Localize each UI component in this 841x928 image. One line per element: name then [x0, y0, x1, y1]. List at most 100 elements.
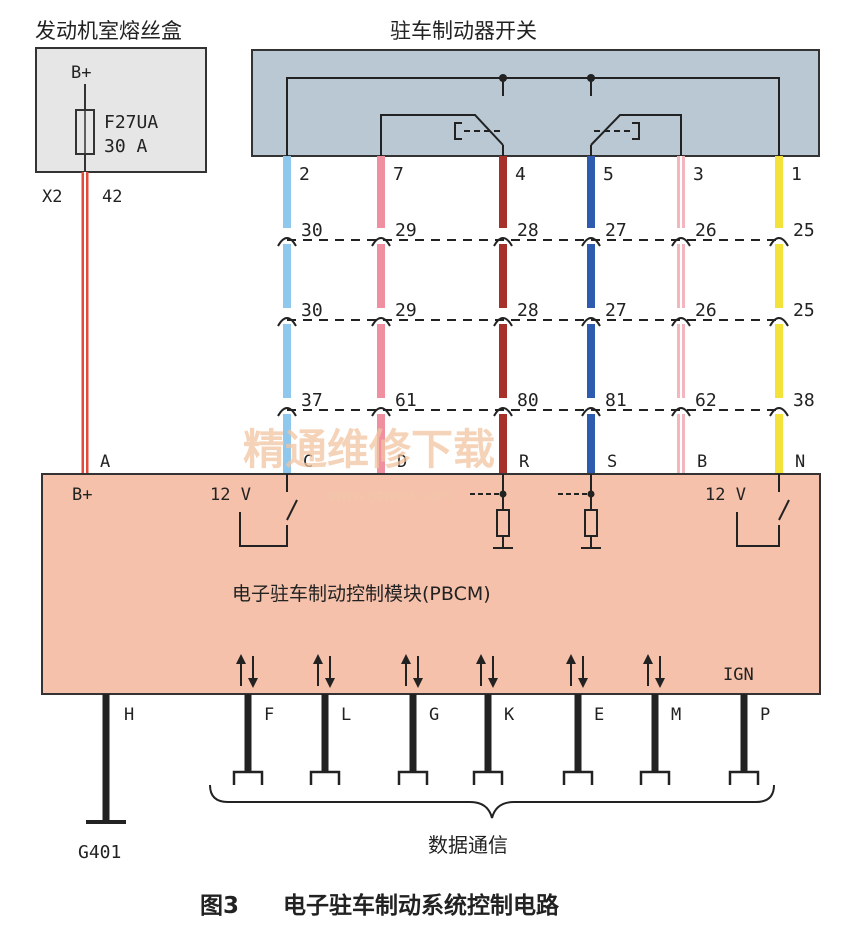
- data-pin-connector: [562, 770, 594, 785]
- watermark-title: 精通维修下载: [243, 425, 495, 474]
- connector-terminal: [371, 317, 391, 327]
- connector-terminal: [769, 317, 789, 327]
- switch-title: 驻车制动器开关: [390, 19, 537, 43]
- connector-pin-label: 25: [793, 300, 815, 321]
- data-comm-label: 数据通信: [428, 833, 508, 857]
- connector-pin-label: 30: [301, 300, 323, 321]
- switch-pin-label: 3: [693, 164, 704, 185]
- connector-pin-label: 28: [517, 300, 539, 321]
- arrow-up-icon-head: [313, 654, 323, 664]
- arrow-up-icon-head: [643, 654, 653, 664]
- connector-terminal: [769, 407, 789, 417]
- connector-terminal: [277, 237, 297, 247]
- connector-pin-label: 80: [517, 390, 539, 411]
- ground-name: G401: [78, 842, 121, 863]
- fuse-rating: 30 A: [104, 136, 148, 157]
- arrow-up-icon-head: [476, 654, 486, 664]
- module-pin-label: B: [697, 452, 707, 472]
- data-pin-label: F: [264, 705, 274, 725]
- switch-housing: [251, 49, 820, 157]
- switch-pin-label: 5: [603, 164, 614, 185]
- module-pin-label: N: [795, 452, 805, 472]
- module-junction-2: [587, 490, 595, 498]
- data-pin-connector: [728, 770, 760, 785]
- module-supply-pin: A: [100, 452, 110, 472]
- fuse-pin: 42: [102, 187, 122, 207]
- arrow-down-icon-head: [488, 678, 498, 688]
- module-junction-1: [499, 490, 507, 498]
- module-left-voltage: 12 V: [210, 485, 251, 505]
- module-ign-label: IGN: [723, 665, 754, 685]
- connector-terminal: [493, 237, 513, 247]
- fuse-name: F27UA: [104, 112, 158, 133]
- connector-pin-label: 37: [301, 390, 323, 411]
- connector-pin-label: 62: [695, 390, 717, 411]
- connector-terminal: [671, 407, 691, 417]
- arrow-up-icon-head: [566, 654, 576, 664]
- arrow-down-icon-head: [413, 678, 423, 688]
- arrow-up-icon-head: [401, 654, 411, 664]
- connector-terminal: [277, 317, 297, 327]
- arrow-down-icon-head: [655, 678, 665, 688]
- data-pin-label: P: [760, 705, 770, 725]
- connector-terminal: [371, 237, 391, 247]
- arrow-down-icon-head: [325, 678, 335, 688]
- data-pin-connector: [397, 770, 429, 785]
- connector-terminal: [371, 407, 391, 417]
- data-pin-connector: [639, 770, 671, 785]
- connector-pin-label: 29: [395, 220, 417, 241]
- module-supply-label: B+: [72, 485, 92, 505]
- connector-pin-label: 27: [605, 220, 627, 241]
- connector-pin-label: 29: [395, 300, 417, 321]
- connector-pin-label: 27: [605, 300, 627, 321]
- connector-pin-label: 28: [517, 220, 539, 241]
- connector-terminal: [493, 407, 513, 417]
- connector-pin-label: 25: [793, 220, 815, 241]
- switch-pin-label: 4: [515, 164, 526, 185]
- connector-terminal: [493, 317, 513, 327]
- data-pin-label: M: [671, 705, 681, 725]
- switch-pin-label: 7: [393, 164, 404, 185]
- caption-number: 图3: [200, 893, 239, 919]
- fuse-supply-label: B+: [71, 63, 91, 83]
- module-pin-label: S: [607, 452, 617, 472]
- module-pin-label: D: [397, 452, 407, 472]
- module-pin-label: C: [303, 452, 313, 472]
- data-pin-label: K: [504, 705, 515, 725]
- fuse-box: [35, 47, 207, 173]
- connector-pin-label: 61: [395, 390, 417, 411]
- connector-pin-label: 38: [793, 390, 815, 411]
- arrow-up-icon-head: [236, 654, 246, 664]
- switch-internals: [286, 77, 780, 156]
- connector-terminal: [581, 237, 601, 247]
- switch-pin-label: 2: [299, 164, 310, 185]
- data-pin-label: L: [341, 705, 351, 725]
- data-pin-label: E: [594, 705, 604, 725]
- connector-terminal: [581, 317, 601, 327]
- connector-pin-label: 30: [301, 220, 323, 241]
- caption-text: 电子驻车制动系统控制电路: [283, 892, 560, 919]
- connector-pin-label: 26: [695, 220, 717, 241]
- module-name: 电子驻车制动控制模块(PBCM): [232, 583, 491, 605]
- connector-terminal: [769, 237, 789, 247]
- connector-terminal: [671, 317, 691, 327]
- pbcm-module: [41, 473, 821, 695]
- data-comm-brace: [209, 784, 775, 819]
- connector-pin-label: 81: [605, 390, 627, 411]
- fuse-connector: X2: [42, 187, 62, 207]
- module-internal-switches: [239, 474, 790, 549]
- fuse-box-title: 发动机室熔丝盒: [35, 19, 182, 43]
- connector-terminal: [581, 407, 601, 417]
- arrow-down-icon-head: [248, 678, 258, 688]
- connector-terminal: [277, 407, 297, 417]
- arrow-down-icon-head: [578, 678, 588, 688]
- connector-pin-label: 26: [695, 300, 717, 321]
- module-right-voltage: 12 V: [705, 485, 746, 505]
- switch-pin-label: 1: [791, 164, 802, 185]
- data-pin-connector: [232, 770, 264, 785]
- switch-junction-1: [499, 74, 507, 82]
- ground-pin: H: [124, 705, 134, 725]
- switch-junction-2: [587, 74, 595, 82]
- connector-terminal: [671, 237, 691, 247]
